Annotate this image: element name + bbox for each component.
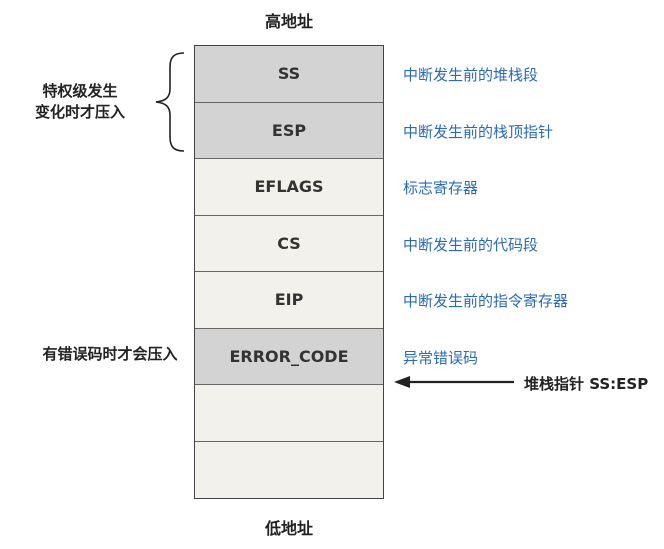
privilege-change-note: 特权级发生 变化时才压入 [20, 81, 140, 123]
stack-pointer-label: 堆栈指针 SS:ESP [524, 375, 649, 393]
stack-pointer-arrow-icon [394, 376, 514, 388]
stack-cell-esp: ESP [195, 102, 383, 159]
privilege-note-line1: 特权级发生 [42, 82, 118, 100]
desc-ss: 中断发生前的堆栈段 [403, 66, 539, 84]
stack-cell-empty-1 [195, 385, 383, 442]
privilege-note-line2: 变化时才压入 [34, 103, 125, 121]
desc-eip: 中断发生前的指令寄存器 [403, 292, 569, 310]
low-address-label: 低地址 [264, 519, 313, 538]
high-address-label: 高地址 [264, 12, 313, 31]
stack-frame: SS ESP EFLAGS CS EIP ERROR_CODE [194, 45, 384, 499]
desc-error-code: 异常错误码 [403, 349, 479, 367]
left-brace-icon [155, 52, 185, 152]
stack-cell-empty-2 [195, 441, 383, 498]
stack-cell-error-code: ERROR_CODE [195, 328, 383, 385]
desc-cs: 中断发生前的代码段 [403, 236, 539, 254]
desc-esp: 中断发生前的栈顶指针 [403, 123, 554, 141]
error-code-note: 有错误码时才会压入 [42, 345, 178, 363]
stack-cell-eip: EIP [195, 272, 383, 329]
stack-cell-ss: SS [195, 46, 383, 103]
stack-cell-cs: CS [195, 215, 383, 272]
desc-eflags: 标志寄存器 [403, 179, 479, 197]
stack-cell-eflags: EFLAGS [195, 159, 383, 216]
